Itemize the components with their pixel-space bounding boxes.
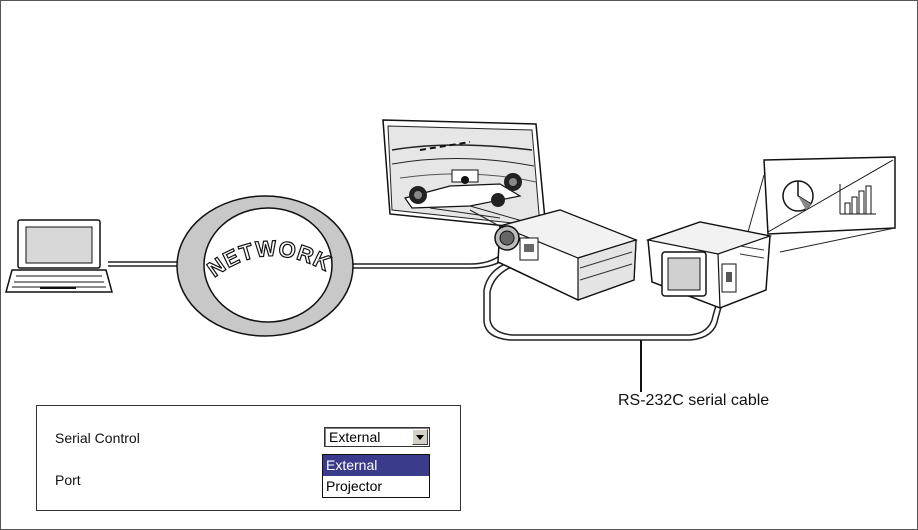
network-cloud: NETWORK	[176, 195, 354, 337]
serial-control-select[interactable]: External	[324, 427, 430, 447]
rs232c-cable	[483, 259, 729, 392]
network-cable-right	[350, 249, 511, 269]
projector-back-unit	[645, 221, 773, 309]
laptop-icon	[5, 219, 113, 293]
dropdown-arrow-button[interactable]	[412, 429, 428, 445]
option-external[interactable]: External	[323, 455, 429, 476]
option-projector[interactable]: Projector	[326, 478, 383, 494]
port-label: Port	[55, 472, 81, 488]
network-cable-left	[108, 261, 180, 267]
chart-image-screen	[747, 156, 896, 253]
serial-control-label: Serial Control	[55, 430, 140, 446]
racing-image-screen	[382, 119, 547, 231]
rs232c-cable-label: RS-232C serial cable	[618, 392, 770, 409]
serial-control-options: External Projector	[322, 454, 430, 498]
serial-control-selected-value: External	[329, 429, 381, 445]
chevron-down-icon	[416, 435, 424, 440]
serial-settings-panel: Serial Control Port External External Pr…	[36, 405, 461, 511]
projector-front-unit	[469, 209, 638, 301]
